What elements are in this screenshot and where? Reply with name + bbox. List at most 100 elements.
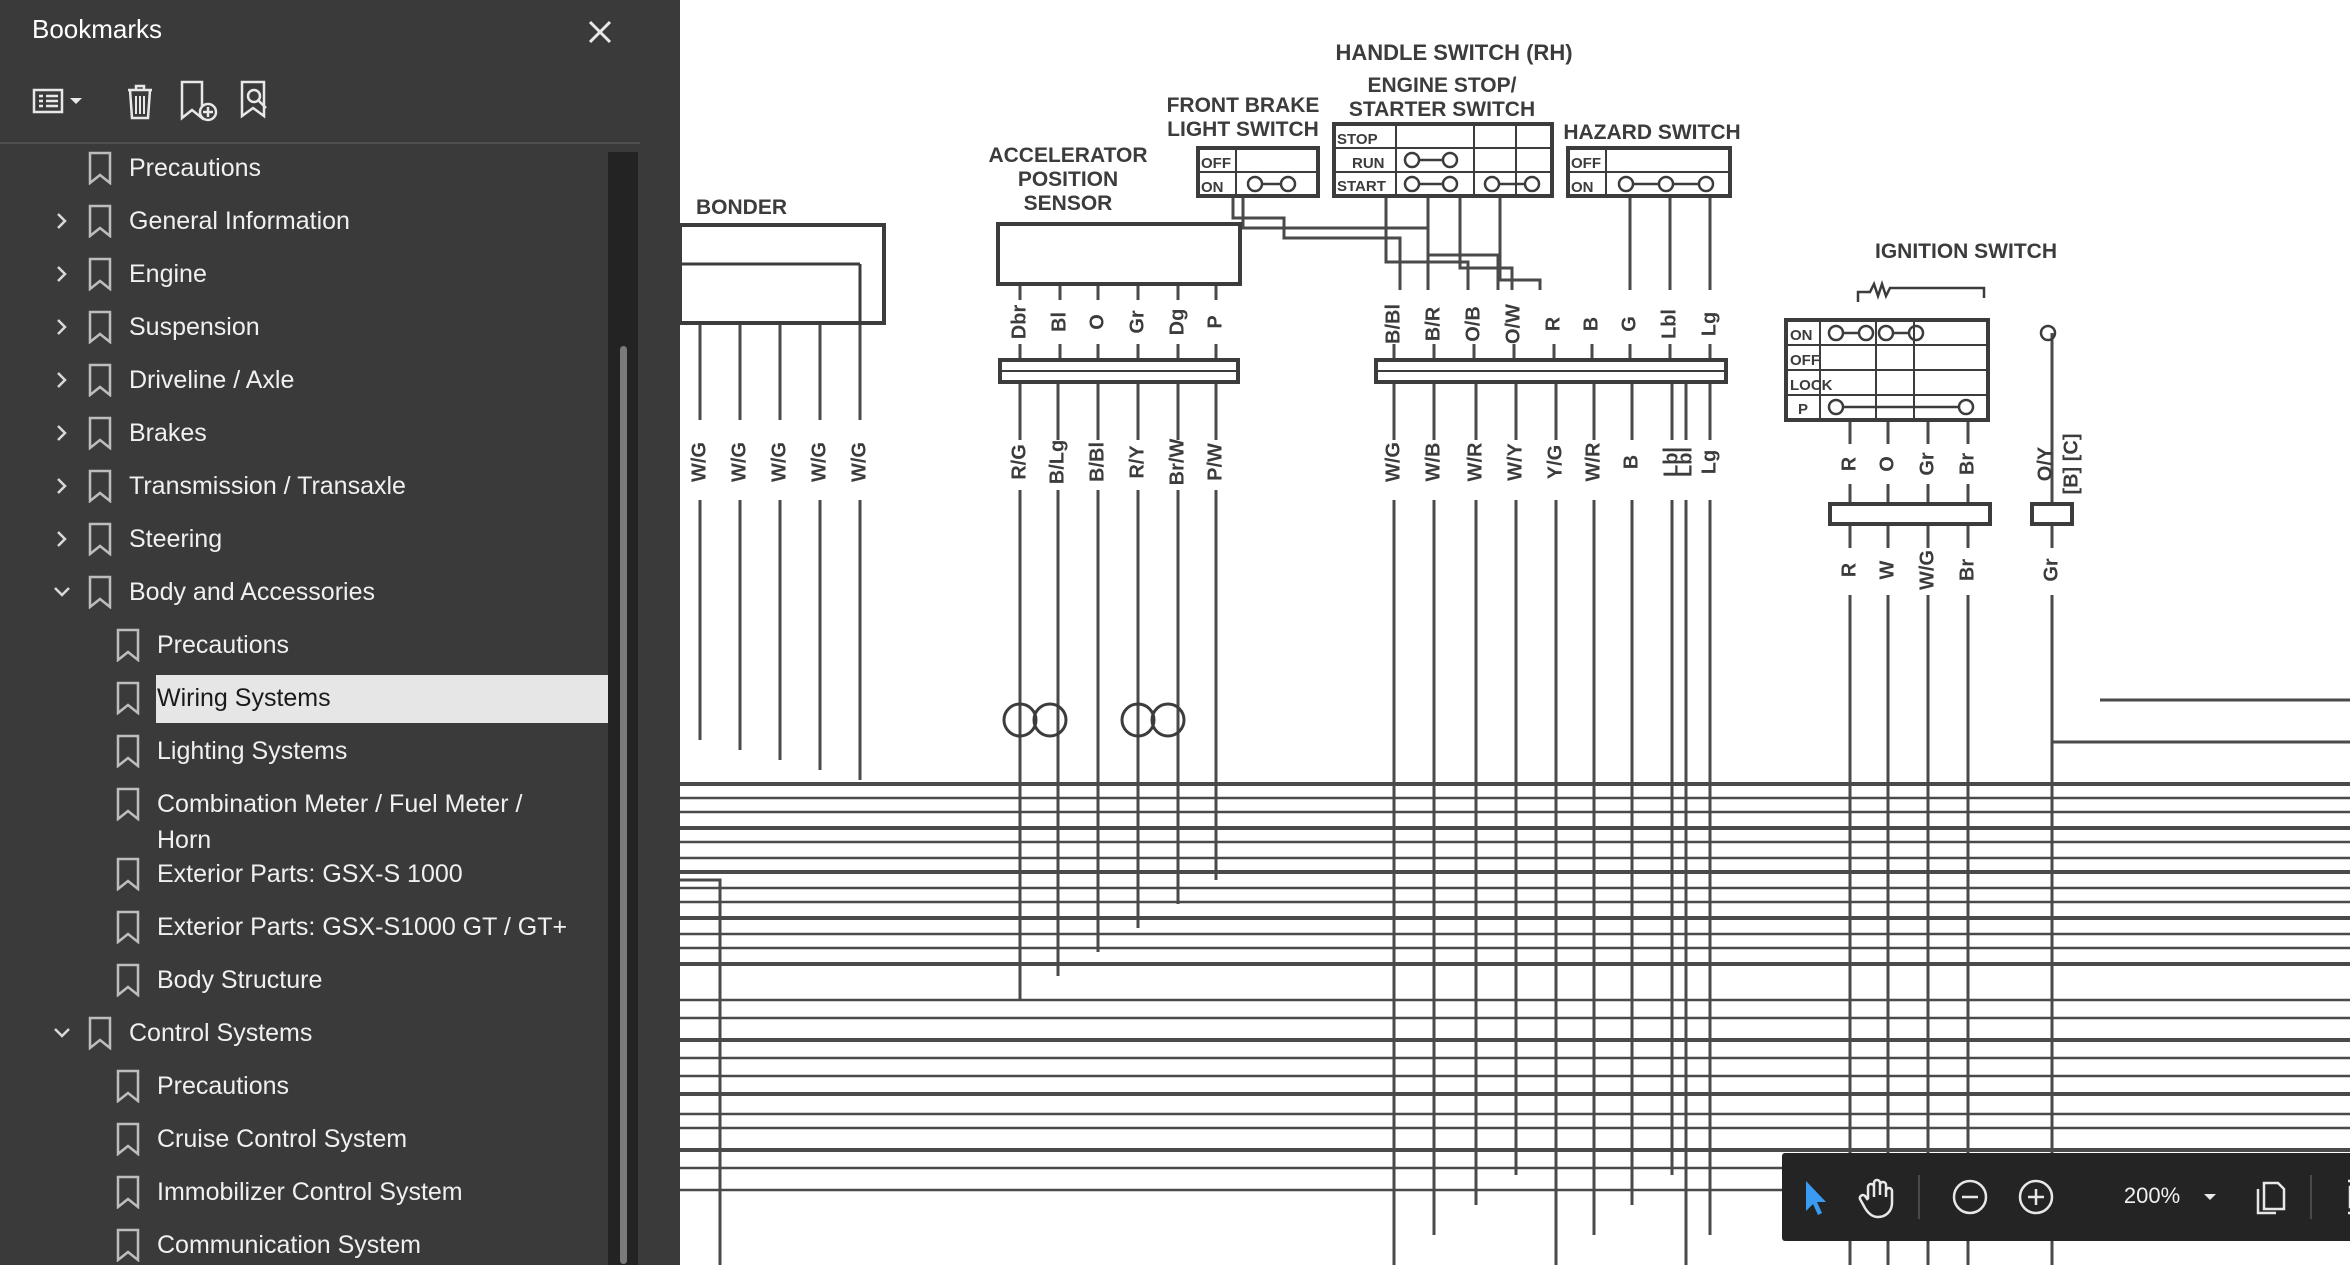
zoom-in-icon[interactable] bbox=[2008, 1169, 2064, 1225]
bookmark-item[interactable]: Cruise Control System bbox=[0, 1113, 608, 1166]
wire-label: O bbox=[1876, 456, 1898, 472]
bookmark-icon bbox=[88, 363, 112, 398]
bookmark-options-icon[interactable] bbox=[30, 72, 90, 132]
chevron-right-icon[interactable] bbox=[48, 366, 76, 394]
bookmark-item[interactable]: General Information bbox=[0, 195, 608, 248]
wire-label: W/G bbox=[1382, 442, 1404, 482]
bookmark-item[interactable]: Precautions bbox=[0, 619, 608, 672]
bookmark-item[interactable]: Exterior Parts: GSX-S 1000 bbox=[0, 848, 608, 901]
bookmark-label: Steering bbox=[129, 525, 223, 553]
scrollbar-thumb[interactable] bbox=[620, 346, 627, 1264]
toolbar-divider bbox=[1918, 1175, 1920, 1219]
bookmark-icon bbox=[116, 1122, 140, 1157]
engine-stop-title-2: STARTER SWITCH bbox=[1349, 98, 1535, 121]
zoom-out-icon[interactable] bbox=[1942, 1169, 1998, 1225]
wire-label: O/Y bbox=[2034, 446, 2056, 481]
bookmark-icon bbox=[88, 310, 112, 345]
wire-label: Dg bbox=[1166, 309, 1188, 336]
wiring-diagram: BONDER ACCELERATOR POSITION SENSOR FRONT… bbox=[680, 40, 2350, 1265]
bookmark-item[interactable]: Brakes bbox=[0, 407, 608, 460]
bookmark-icon bbox=[88, 1016, 112, 1051]
bookmark-item[interactable]: Driveline / Axle bbox=[0, 354, 608, 407]
chevron-right-icon[interactable] bbox=[48, 419, 76, 447]
wire-label: B bbox=[1620, 455, 1642, 469]
bookmark-search-icon[interactable] bbox=[230, 72, 290, 132]
add-bookmark-icon[interactable] bbox=[170, 72, 230, 132]
bookmark-icon bbox=[116, 681, 140, 716]
bookmark-icon bbox=[116, 857, 140, 892]
bookmark-label: Body and Accessories bbox=[129, 578, 375, 606]
chevron-down-icon[interactable] bbox=[2196, 1183, 2224, 1211]
bookmark-label: Brakes bbox=[129, 419, 207, 447]
wire-label: W/Y bbox=[1504, 442, 1526, 480]
bookmark-icon bbox=[116, 1228, 140, 1263]
select-arrow-icon[interactable] bbox=[1786, 1169, 1842, 1225]
bookmark-item[interactable]: Transmission / Transaxle bbox=[0, 460, 608, 513]
chevron-right-icon[interactable] bbox=[48, 472, 76, 500]
fit-width-icon[interactable] bbox=[2332, 1169, 2350, 1225]
bookmark-item[interactable]: Suspension bbox=[0, 301, 608, 354]
engine-stop-title-1: ENGINE STOP/ bbox=[1368, 74, 1517, 97]
close-icon[interactable] bbox=[580, 12, 620, 52]
wire-label: Lg bbox=[1698, 312, 1720, 336]
bookmark-label: Combination Meter / Fuel Meter / bbox=[157, 790, 523, 818]
document-viewport[interactable]: BONDER ACCELERATOR POSITION SENSOR FRONT… bbox=[680, 0, 2350, 1265]
wire-label: W/B bbox=[1422, 443, 1444, 482]
wire-label: Gr bbox=[1916, 452, 1938, 476]
bookmark-item[interactable]: Precautions bbox=[0, 142, 608, 195]
bookmark-label: Transmission / Transaxle bbox=[129, 472, 406, 500]
bookmark-item[interactable]: Engine bbox=[0, 248, 608, 301]
chevron-right-icon[interactable] bbox=[48, 207, 76, 235]
ig-row-on: ON bbox=[1790, 327, 1813, 344]
panel-splitter[interactable] bbox=[640, 0, 1306, 1265]
page-thumbnails-icon[interactable] bbox=[2242, 1169, 2298, 1225]
bookmark-item[interactable]: Body and Accessories bbox=[0, 566, 608, 619]
chevron-right-icon[interactable] bbox=[48, 260, 76, 288]
bookmark-item[interactable]: Immobilizer Control System bbox=[0, 1166, 608, 1219]
wire-label: O/W bbox=[1502, 304, 1524, 344]
bookmark-label: Wiring Systems bbox=[157, 684, 331, 712]
bookmark-item[interactable]: Exterior Parts: GSX-S1000 GT / GT+ bbox=[0, 901, 608, 954]
bookmarks-scrollbar[interactable] bbox=[608, 152, 638, 1265]
bookmark-label: Precautions bbox=[157, 631, 290, 659]
bookmark-icon bbox=[116, 963, 140, 998]
bookmark-label: Driveline / Axle bbox=[129, 366, 295, 394]
selection-highlight bbox=[156, 675, 608, 723]
chevron-down-icon[interactable] bbox=[48, 578, 76, 606]
wire-label: P/W bbox=[1204, 443, 1226, 481]
chevron-right-icon[interactable] bbox=[48, 313, 76, 341]
bookmark-item[interactable]: Control Systems bbox=[0, 1007, 608, 1060]
bookmark-item[interactable]: Lighting Systems bbox=[0, 725, 608, 778]
zoom-select[interactable]: 200% bbox=[2112, 1169, 2230, 1225]
bookmark-label: Suspension bbox=[129, 313, 260, 341]
bookmark-item[interactable]: Body Structure bbox=[0, 954, 608, 1007]
wire-label: P bbox=[1204, 315, 1226, 328]
wire-label: W/R bbox=[1582, 442, 1604, 481]
bookmark-label: Body Structure bbox=[157, 966, 323, 994]
chevron-right-icon[interactable] bbox=[48, 525, 76, 553]
bookmark-icon bbox=[116, 628, 140, 663]
bookmark-item[interactable]: Communication System bbox=[0, 1219, 608, 1265]
wire bbox=[680, 878, 722, 1265]
bookmark-item[interactable]: Steering bbox=[0, 513, 608, 566]
wire-label: B/Lg bbox=[1046, 440, 1068, 484]
bookmark-icon bbox=[116, 734, 140, 769]
accel-title-2: POSITION bbox=[1018, 168, 1118, 191]
bookmark-label: Lighting Systems bbox=[157, 737, 348, 765]
hz-row-on: ON bbox=[1571, 179, 1594, 196]
wire bbox=[1231, 196, 1402, 290]
bookmark-label: Precautions bbox=[157, 1072, 290, 1100]
delete-bookmark-icon[interactable] bbox=[110, 72, 170, 132]
bookmark-icon bbox=[116, 1175, 140, 1210]
bookmark-item[interactable]: Wiring Systems bbox=[0, 672, 608, 725]
bookmark-item[interactable]: Combination Meter / Fuel Meter /Horn bbox=[0, 778, 608, 854]
bookmark-icon bbox=[116, 910, 140, 945]
bookmark-icon bbox=[88, 575, 112, 610]
chevron-down-icon[interactable] bbox=[48, 1019, 76, 1047]
bookmark-icon bbox=[88, 469, 112, 504]
hand-pan-icon[interactable] bbox=[1850, 1169, 1906, 1225]
bookmark-item[interactable]: Precautions bbox=[0, 1060, 608, 1113]
wire-label: Gr bbox=[2040, 558, 2062, 582]
